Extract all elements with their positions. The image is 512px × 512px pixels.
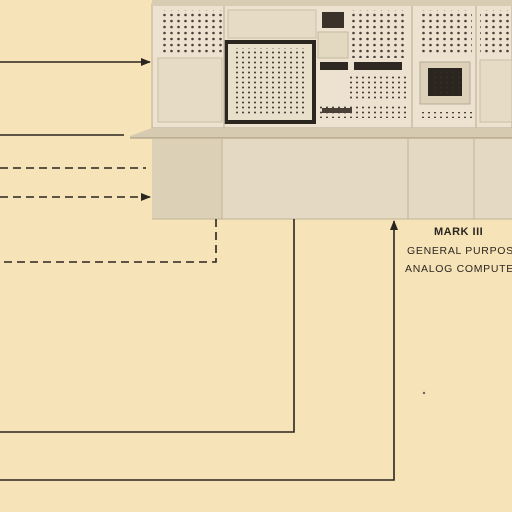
paper-speck — [422, 391, 426, 395]
oscilloscope-grid — [430, 70, 460, 94]
connector-5 — [0, 219, 217, 263]
console-top-rim — [152, 0, 512, 6]
right-button-row — [420, 112, 476, 118]
readout-strip — [354, 62, 402, 70]
control-knob-row — [350, 76, 408, 100]
far-right-jack-bank — [480, 10, 512, 54]
caption-title: MARK III — [434, 226, 484, 238]
connector-lines — [0, 58, 398, 481]
analog-computer-console — [130, 0, 512, 220]
far-right-blank — [479, 59, 512, 123]
readout-window — [320, 62, 348, 70]
meter-panel — [317, 31, 349, 59]
connector-7 — [0, 220, 398, 481]
caption-line-1: GENERAL PURPOS — [407, 245, 512, 257]
connector-6 — [0, 219, 295, 433]
desk-ledge — [130, 128, 512, 138]
center-right-jack-bank — [350, 10, 408, 58]
left-blank-panel — [157, 57, 223, 123]
meter-display — [322, 12, 344, 28]
lower-control-bar — [322, 108, 352, 113]
caption-line-2: ANALOG COMPUTE — [405, 263, 512, 275]
right-jack-bank — [418, 10, 472, 54]
left-jack-bank — [160, 10, 222, 54]
lower-body-shade-left — [152, 139, 222, 219]
switch-row — [318, 104, 410, 118]
center-top-blank — [227, 9, 317, 39]
patch-board-jacks — [232, 48, 308, 116]
